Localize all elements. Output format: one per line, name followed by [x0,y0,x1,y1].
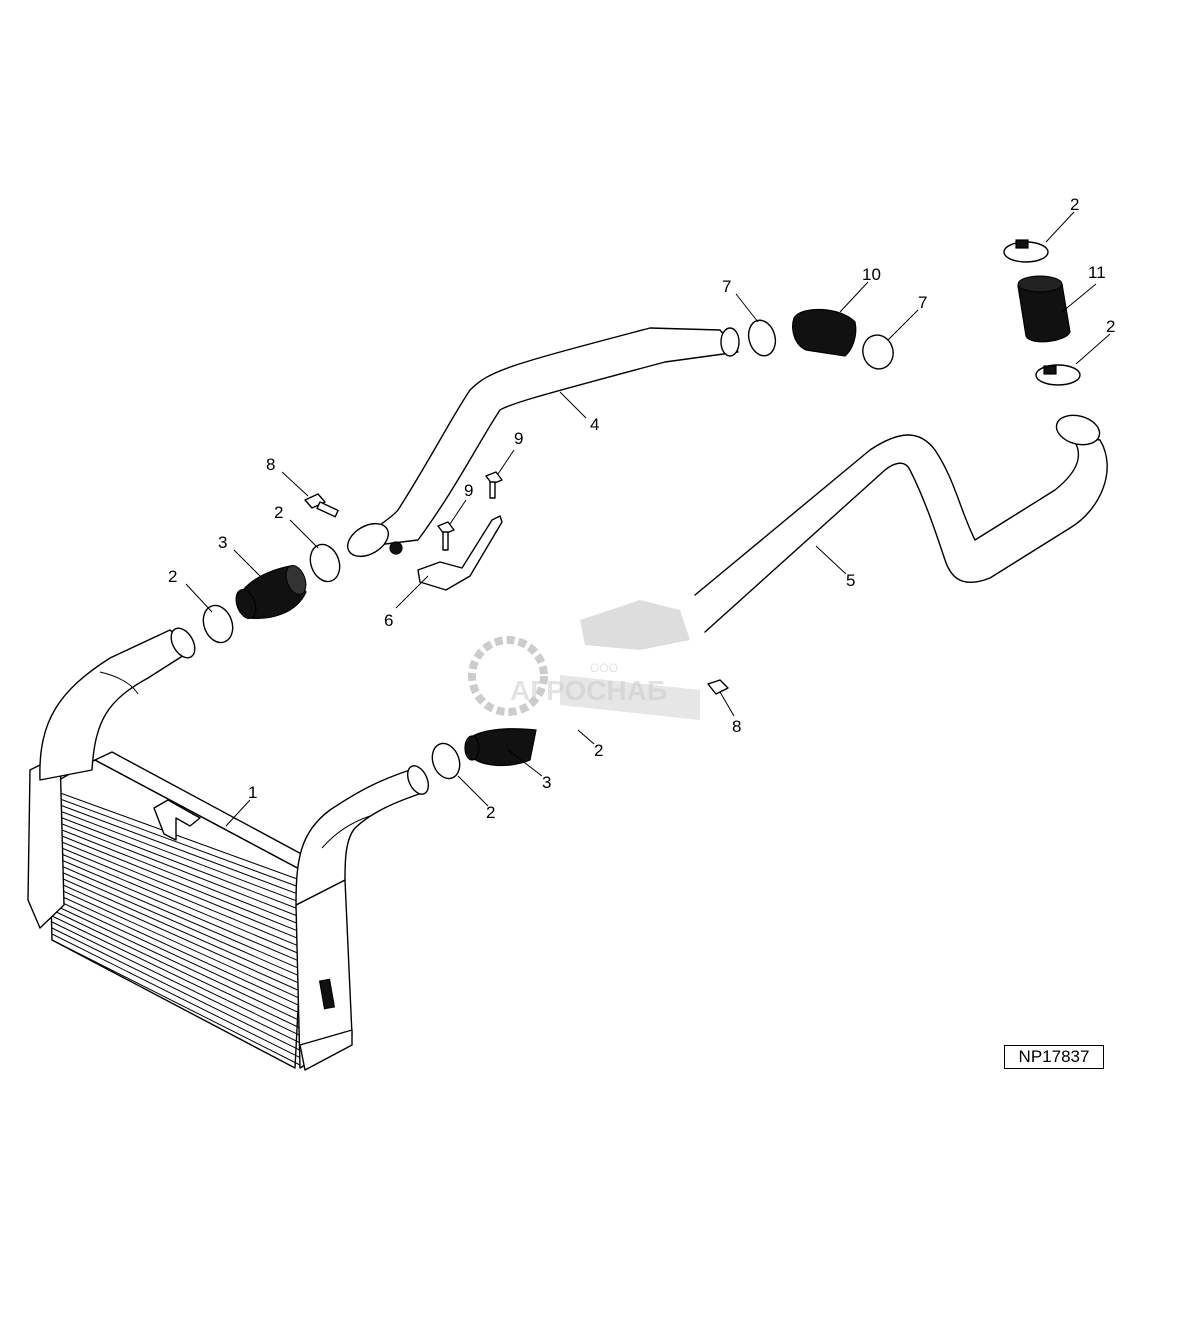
callout-leaders [185,211,1111,827]
radiator-fin [51,885,301,999]
radiator-fin [51,849,301,955]
bracket-6 [417,515,503,591]
callout-2: 2 [594,741,603,760]
callout-7: 7 [722,277,731,296]
watermark-prefix: ООО [590,661,618,675]
radiator-fin [51,807,301,903]
callout-8: 8 [266,455,275,474]
callout-3: 3 [542,773,551,792]
hose-11 [1017,275,1071,343]
radiator-fin [51,843,301,948]
hose-3-upper [235,565,307,620]
radiator-fin [51,891,301,1007]
callout-6: 6 [384,611,393,630]
watermark-brand: АГРОСНАБ [510,675,667,706]
callout-2: 2 [486,803,495,822]
radiator-fin [51,939,301,1066]
callout-labels: 1 2 3 2 8 6 9 9 4 7 10 7 2 11 2 5 8 2 3 … [168,195,1115,822]
callout-10: 10 [862,265,881,284]
callout-2: 2 [1070,195,1079,214]
hose-3-lower [464,728,537,767]
radiator-fin [51,813,301,911]
radiator-fin [51,903,301,1022]
callout-2: 2 [1106,317,1115,336]
bolts [304,471,729,695]
radiator-fin [51,801,301,896]
diagram-id-label: NP17837 [1004,1045,1104,1069]
radiator-fin [51,933,301,1059]
tube-4 [347,327,740,558]
callout-8: 8 [732,717,741,736]
callout-2: 2 [274,503,283,522]
radiator-fin [51,873,301,985]
radiator-fin [51,867,301,977]
callout-9: 9 [514,429,523,448]
callout-4: 4 [590,415,599,434]
callout-7: 7 [918,293,927,312]
radiator-fin [51,927,301,1051]
radiator-fin [51,915,301,1036]
radiator-fin [51,819,301,918]
radiator-fin [51,879,301,992]
clamps-2 [202,239,1081,780]
radiator-fin [51,831,301,933]
radiator-fin [51,825,301,925]
radiator-fin [51,921,301,1044]
callout-5: 5 [846,571,855,590]
radiator-fin [51,861,301,970]
radiator-fin [51,837,301,940]
callout-1: 1 [248,783,257,802]
clamps-7 [747,319,894,370]
callout-3: 3 [218,533,227,552]
intercooler [27,627,430,1071]
radiator-fin [51,897,301,1014]
hose-10 [792,308,857,357]
watermark-logo: ООО АГРОСНАБ [468,600,700,720]
radiator-fin [51,909,301,1029]
tube-5 [694,414,1108,633]
callout-2: 2 [168,567,177,586]
radiator-fin [51,855,301,962]
callout-9: 9 [464,481,473,500]
radiator-fin [51,795,301,888]
callout-11: 11 [1088,263,1106,282]
